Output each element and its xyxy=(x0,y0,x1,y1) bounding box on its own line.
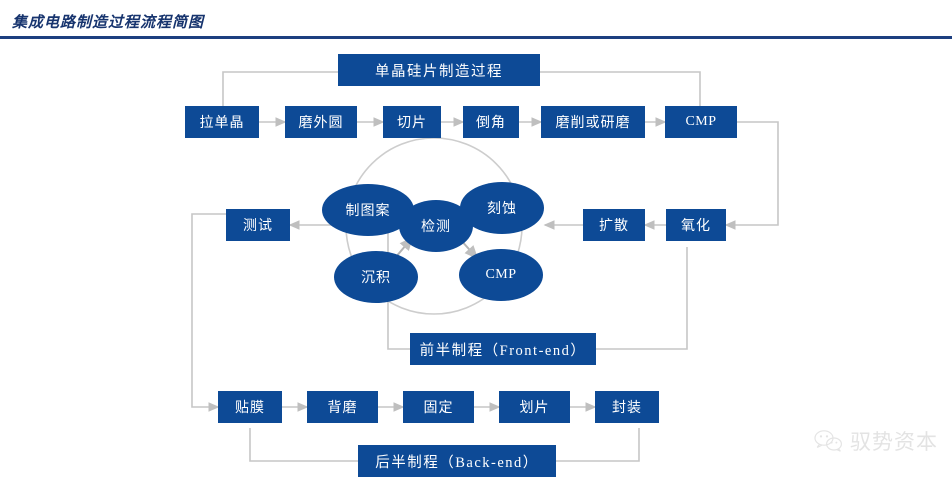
node-back-end-label[interactable]: 后半制程（Back-end） xyxy=(358,445,556,477)
watermark: 驭势资本 xyxy=(813,426,938,456)
page-title: 集成电路制造过程流程简图 xyxy=(12,15,205,31)
conn-test-to-lamination xyxy=(191,213,226,412)
conn-wafer-label-to-pull xyxy=(222,71,338,106)
node-wafer-cmp[interactable]: CMP xyxy=(665,106,737,138)
node-oxidation[interactable]: 氧化 xyxy=(666,209,726,241)
node-pull-single-crystal[interactable]: 拉单晶 xyxy=(185,106,259,138)
node-dicing[interactable]: 划片 xyxy=(499,391,570,423)
node-deposition[interactable]: 沉积 xyxy=(334,251,418,303)
node-lamination[interactable]: 贴膜 xyxy=(218,391,282,423)
node-chamfering[interactable]: 倒角 xyxy=(463,106,519,138)
conn-frontend-label-right xyxy=(596,247,688,350)
process-flow-diagram: 单晶硅片制造过程 拉单晶 磨外圆 切片 倒角 磨削或研磨 CMP 制图案 刻蚀 … xyxy=(0,40,952,482)
wechat-icon xyxy=(814,430,843,452)
node-slicing[interactable]: 切片 xyxy=(383,106,441,138)
watermark-text: 驭势资本 xyxy=(850,431,938,454)
node-loop-cmp[interactable]: CMP xyxy=(459,249,543,301)
node-diffusion[interactable]: 扩散 xyxy=(583,209,645,241)
node-mounting[interactable]: 固定 xyxy=(403,391,474,423)
node-wafer-section-label[interactable]: 单晶硅片制造过程 xyxy=(338,54,540,86)
node-outer-diameter-grinding[interactable]: 磨外圆 xyxy=(285,106,357,138)
node-test[interactable]: 测试 xyxy=(226,209,290,241)
conn-cmp-to-oxidation xyxy=(724,121,779,230)
node-lapping-or-grinding[interactable]: 磨削或研磨 xyxy=(541,106,645,138)
node-back-grinding[interactable]: 背磨 xyxy=(307,391,378,423)
header-divider xyxy=(0,36,952,39)
conn-wafer-label-to-cmp xyxy=(540,71,701,106)
conn-backend-label-left xyxy=(249,428,358,462)
node-packaging[interactable]: 封装 xyxy=(595,391,659,423)
node-inspection[interactable]: 检测 xyxy=(399,200,473,252)
node-front-end-label[interactable]: 前半制程（Front-end） xyxy=(410,333,596,365)
node-patterning[interactable]: 制图案 xyxy=(322,184,414,236)
conn-backend-label-right xyxy=(556,428,640,462)
